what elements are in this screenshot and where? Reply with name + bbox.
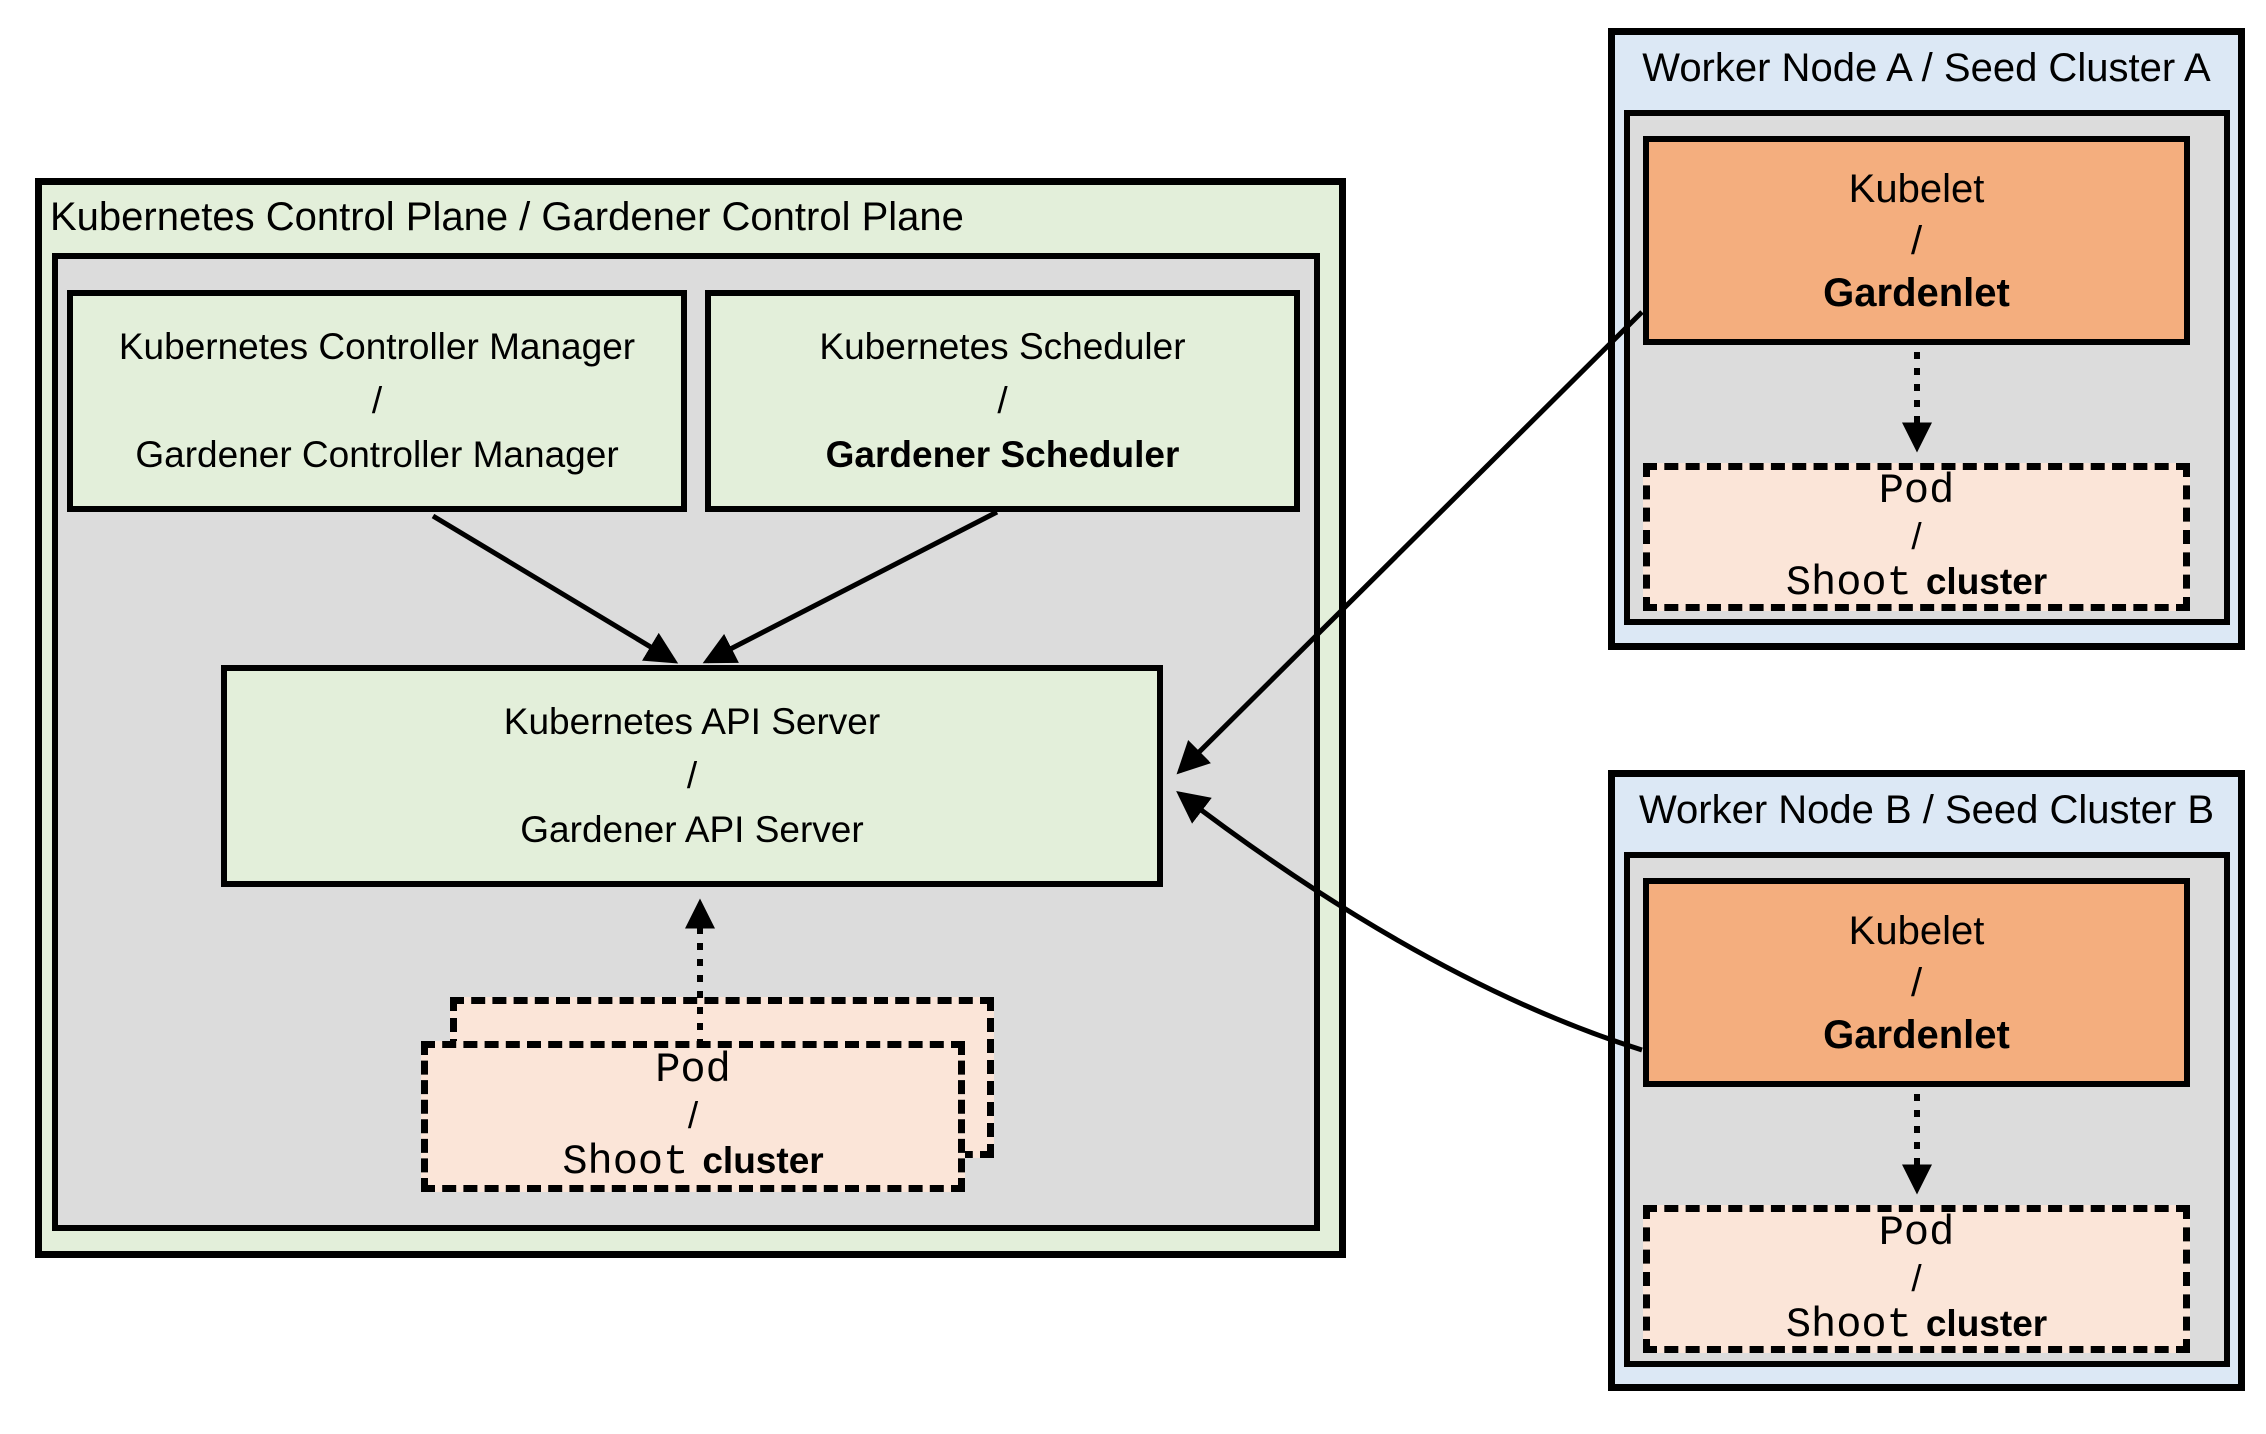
kubelet-a-slash: /	[1910, 218, 1923, 263]
pod-shoot-box-b: Pod / Shoot cluster	[1643, 1205, 2190, 1353]
pod-label: Pod	[655, 1046, 731, 1094]
shoot-cluster-a-label: Shoot cluster	[1786, 559, 2047, 606]
kubelet-a-box: Kubelet / Gardenlet	[1643, 136, 2190, 345]
kubelet-a-line3: Gardenlet	[1823, 270, 2010, 315]
scheduler-slash: /	[997, 380, 1008, 421]
kubelet-b-line1: Kubelet	[1848, 908, 1985, 953]
kubelet-b-box: Kubelet / Gardenlet	[1643, 878, 2190, 1087]
worker-node-b-title: Worker Node B / Seed Cluster B	[1638, 788, 2215, 832]
kubelet-a-line1: Kubelet	[1848, 166, 1985, 211]
shoot-cluster-b-label: Shoot cluster	[1786, 1301, 2047, 1348]
api-server-slash: /	[686, 755, 698, 796]
worker-node-a-title: Worker Node A / Seed Cluster A	[1642, 46, 2211, 90]
pod-slash: /	[687, 1095, 699, 1136]
shoot-cluster-label: Shoot cluster	[562, 1138, 823, 1185]
api-server-line3: Gardener API Server	[520, 809, 864, 850]
scheduler-line3: Gardener Scheduler	[825, 434, 1180, 475]
cluster-label: cluster	[702, 1140, 824, 1181]
kubelet-b-slash: /	[1910, 960, 1923, 1005]
scheduler-box: Kubernetes Scheduler / Gardener Schedule…	[705, 290, 1300, 512]
controller-manager-box: Kubernetes Controller Manager / Gardener…	[67, 290, 687, 512]
api-server-line1: Kubernetes API Server	[503, 701, 881, 742]
scheduler-line1: Kubernetes Scheduler	[819, 326, 1186, 367]
shoot-b-label: Shoot	[1785, 1300, 1912, 1349]
control-plane-title: Kubernetes Control Plane / Gardener Cont…	[50, 195, 964, 239]
shoot-a-label: Shoot	[1785, 558, 1912, 607]
pod-b-label: Pod	[1878, 1208, 1955, 1257]
api-server-box: Kubernetes API Server / Gardener API Ser…	[221, 665, 1163, 887]
pod-shoot-box-front: Pod / Shoot cluster	[421, 1041, 965, 1192]
controller-manager-slash: /	[371, 380, 383, 421]
pod-b-slash: /	[1911, 1257, 1922, 1299]
controller-manager-line1: Kubernetes Controller Manager	[118, 326, 636, 367]
pod-a-slash: /	[1911, 515, 1922, 557]
pod-a-label: Pod	[1878, 466, 1955, 515]
kubelet-b-line3: Gardenlet	[1823, 1012, 2010, 1057]
cluster-a-label: cluster	[1925, 560, 2048, 602]
controller-manager-line3: Gardener Controller Manager	[135, 434, 619, 475]
cluster-b-label: cluster	[1925, 1302, 2048, 1344]
pod-shoot-box-a: Pod / Shoot cluster	[1643, 463, 2190, 611]
shoot-label: Shoot	[562, 1138, 689, 1186]
